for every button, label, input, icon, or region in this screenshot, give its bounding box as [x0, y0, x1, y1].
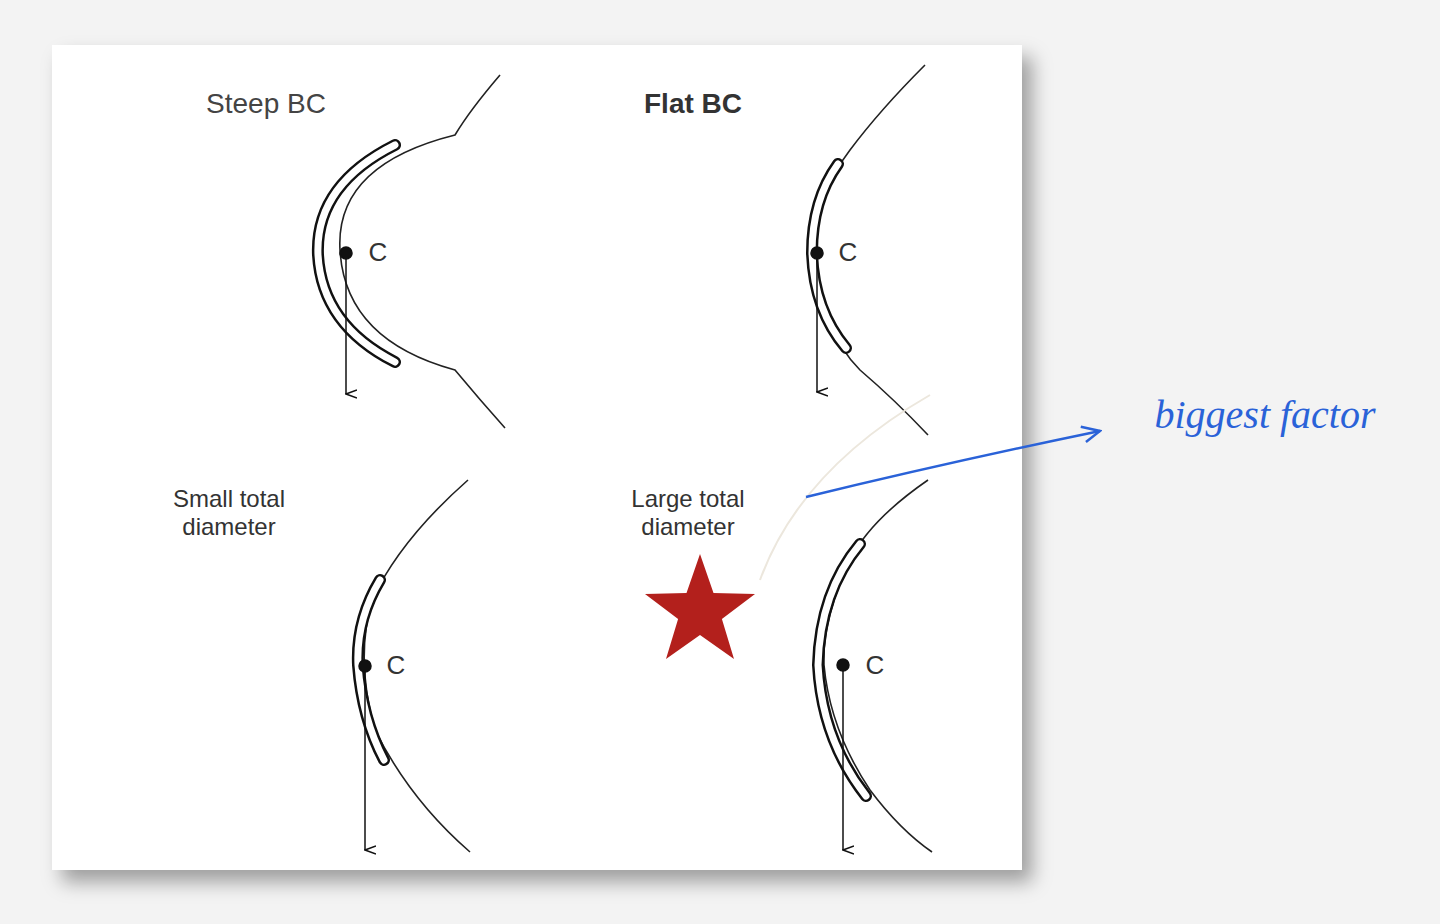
center-label: C	[381, 651, 411, 681]
handwritten-note: biggest factor	[1105, 392, 1425, 438]
star-symbol	[645, 554, 755, 659]
heading-label: Steep BC	[156, 88, 376, 120]
center-label: C	[363, 238, 393, 268]
cornea-outline	[340, 65, 932, 852]
slide-panel	[52, 45, 1022, 870]
center-label: C	[860, 651, 890, 681]
contact-lens	[318, 145, 866, 796]
handwritten-arrow	[806, 431, 1100, 497]
heading-label: Flat BC	[593, 88, 793, 120]
center-label: C	[833, 238, 863, 268]
diameter-label: Large total diameter	[588, 485, 788, 540]
diameter-label: Small total diameter	[129, 485, 329, 540]
